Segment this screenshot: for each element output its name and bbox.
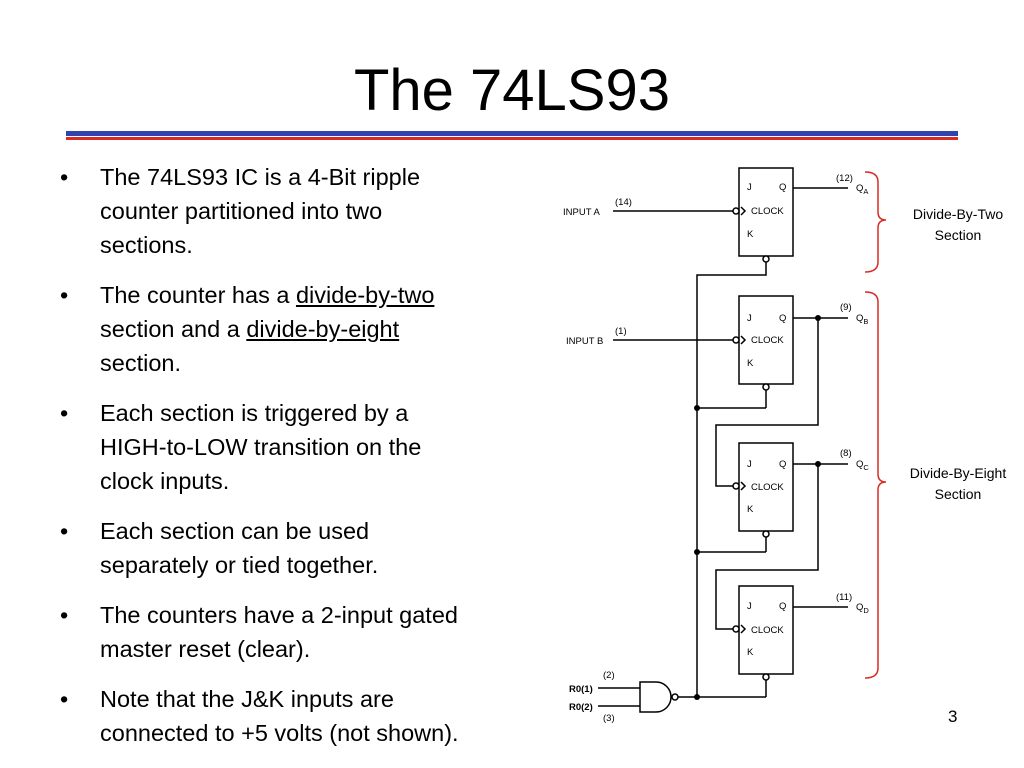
underlined-term: divide-by-two [295, 282, 435, 308]
divide-by-eight-brace: Divide-By-Eight Section [864, 291, 1007, 679]
bullet-text: The counter has a [100, 282, 296, 308]
bullet-dot: • [60, 686, 69, 712]
bullet-text: section and a [100, 316, 247, 342]
svg-text:Section: Section [935, 486, 982, 502]
title-rule-red [66, 137, 958, 140]
bullet-line: Each section can be used [100, 518, 370, 544]
bullet-line: sections. [100, 232, 193, 258]
reset-bus [694, 262, 767, 700]
svg-text:QC: QC [856, 459, 869, 472]
svg-text:QA: QA [856, 183, 868, 196]
svg-text:INPUT B: INPUT B [566, 336, 603, 347]
svg-text:Q: Q [779, 601, 786, 612]
reset-nand-gate: (2) R0(1) R0(2) (3) [569, 670, 697, 724]
svg-text:(1): (1) [615, 326, 627, 337]
svg-text:Q: Q [779, 459, 786, 470]
bullet-line: Each section is triggered by a [100, 400, 409, 426]
divide-by-two-brace: Divide-By-Two Section [864, 171, 1003, 273]
bullet-item: • Each section can be used separately or t… [58, 514, 548, 582]
bullet-line: The counter has a divide-by-two [100, 278, 548, 312]
output-qa: (12) QA [793, 173, 868, 196]
bullet-line: section and a divide-by-eight [100, 312, 548, 346]
svg-text:Section: Section [935, 227, 982, 243]
bullet-dot: • [60, 164, 69, 190]
title-rule-blue [66, 131, 958, 136]
svg-text:(2): (2) [603, 670, 615, 681]
bullet-line: section. [100, 346, 548, 380]
svg-text:Divide-By-Eight: Divide-By-Eight [910, 465, 1007, 481]
flipflop-c: J Q CLOCK K [732, 442, 794, 538]
bullet-dot: • [60, 400, 69, 426]
slide-title: The 74LS93 [353, 58, 671, 123]
output-qd: (11) QD [793, 592, 869, 615]
svg-text:(8): (8) [840, 448, 852, 459]
svg-text:K: K [747, 647, 754, 658]
bullet-line: counter partitioned into two [100, 198, 383, 224]
svg-text:J: J [747, 313, 752, 324]
bullet-line: separately or tied together. [100, 552, 379, 578]
ripple-wires [715, 318, 819, 630]
bullet-dot: • [60, 282, 69, 308]
svg-text:K: K [747, 358, 754, 369]
svg-text:(12): (12) [836, 173, 853, 184]
svg-text:K: K [747, 504, 754, 515]
bullet-dot: • [60, 602, 69, 628]
bullet-line: The 74LS93 IC is a 4-Bit ripple [100, 164, 421, 190]
svg-text:(9): (9) [840, 302, 852, 313]
svg-text:Q: Q [779, 182, 786, 193]
page-number: 3 [948, 707, 958, 726]
counter-schematic: J Q CLOCK K J Q CLOCK K J Q CLOCK K J Q … [563, 167, 1007, 724]
svg-text:Divide-By-Two: Divide-By-Two [913, 206, 1003, 222]
flipflop-d: J Q CLOCK K [732, 585, 794, 681]
underlined-term: divide-by-eight [246, 316, 400, 342]
output-qb: (9) QB [793, 302, 868, 326]
svg-text:R0(2): R0(2) [569, 702, 593, 713]
svg-text:K: K [747, 229, 754, 240]
svg-text:J: J [747, 459, 752, 470]
bullet-line: master reset (clear). [100, 636, 311, 662]
svg-text:J: J [747, 182, 752, 193]
input-b-wire: INPUT B (1) [566, 326, 733, 347]
bullet-line: The counters have a 2-input gated [100, 602, 458, 628]
bullet-item: • Note that the J&K inputs are connected t… [58, 682, 548, 750]
bullet-item: • The counters have a 2-input gated master… [58, 598, 548, 666]
svg-text:R0(1): R0(1) [569, 684, 593, 695]
svg-text:CLOCK: CLOCK [751, 482, 784, 493]
bullet-list: • The 74LS93 IC is a 4-Bit ripple counter … [58, 160, 548, 766]
svg-text:J: J [747, 601, 752, 612]
bullet-item: • Each section is triggered by a HIGH-to-L… [58, 396, 548, 498]
svg-text:CLOCK: CLOCK [751, 206, 784, 217]
bullet-dot: • [60, 518, 69, 544]
svg-text:(3): (3) [603, 713, 615, 724]
input-a-wire: INPUT A (14) [563, 197, 733, 218]
bullet-line: Note that the J&K inputs are [100, 686, 394, 712]
bullet-line: connected to +5 volts (not shown). [100, 720, 459, 746]
svg-text:QD: QD [856, 602, 869, 615]
svg-text:CLOCK: CLOCK [751, 335, 784, 346]
flipflop-a: J Q CLOCK K [732, 167, 794, 263]
bullet-item: • The 74LS93 IC is a 4-Bit ripple counter … [58, 160, 548, 262]
output-qc: (8) QC [793, 448, 869, 472]
flipflop-b: J Q CLOCK K [732, 295, 794, 391]
bullet-text: section. [100, 350, 181, 376]
svg-text:(14): (14) [615, 197, 632, 208]
svg-text:Q: Q [779, 313, 786, 324]
bullet-line: clock inputs. [100, 468, 230, 494]
svg-text:INPUT A: INPUT A [563, 207, 600, 218]
bullet-line: HIGH-to-LOW transition on the [100, 434, 422, 460]
svg-text:CLOCK: CLOCK [751, 625, 784, 636]
svg-text:(11): (11) [836, 592, 852, 603]
svg-text:QB: QB [856, 313, 868, 326]
